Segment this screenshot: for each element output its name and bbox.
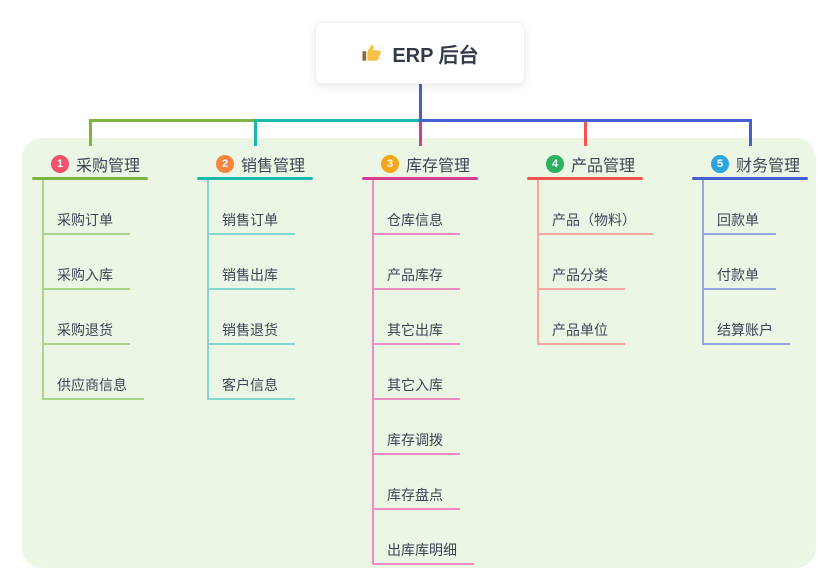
child-label: 客户信息 [207,375,295,400]
child-label: 采购订单 [42,210,130,235]
branch: 5 财务管理回款单付款单结算账户 [692,150,808,345]
branch-trunk-line [537,180,539,345]
branch-label: 产品管理 [571,157,636,175]
child-label: 产品库存 [372,265,460,290]
child-label: 销售出库 [207,265,295,290]
root-node[interactable]: ERP 后台 [315,22,525,84]
child-label: 仓库信息 [372,210,460,235]
child-label: 其它出库 [372,320,460,345]
branch: 2 销售管理销售订单销售出库销售退货客户信息 [197,150,313,400]
branch: 1 采购管理采购订单采购入库采购退货供应商信息 [32,150,148,400]
branch-drop-line [253,122,257,146]
child-label: 其它入库 [372,375,460,400]
thumbs-up-icon [361,42,383,64]
child-label: 采购退货 [42,320,130,345]
root-title: ERP 后台 [392,44,479,67]
child-node[interactable]: 库存调拨 [372,430,460,455]
branch-drop-line [88,122,92,146]
child-label: 出库库明细 [372,540,474,565]
branch-number-badge: 5 [711,154,729,173]
branch-node[interactable]: 2 销售管理 [197,150,313,177]
child-node[interactable]: 其它出库 [372,320,460,345]
branch-trunk-line [42,180,44,400]
branch-node[interactable]: 3 库存管理 [362,150,478,177]
branch-underline [527,177,643,180]
branch-node[interactable]: 1 采购管理 [32,150,148,177]
child-label: 采购入库 [42,265,130,290]
branch-number-badge: 3 [381,154,399,173]
child-node[interactable]: 付款单 [702,265,776,290]
rail-segment-blue [418,119,752,122]
branch-number-badge: 2 [216,154,234,173]
branch-drop-line [583,122,587,146]
branch-label: 销售管理 [241,157,306,175]
rail-segment-green [88,119,256,122]
child-node[interactable]: 回款单 [702,210,776,235]
child-node[interactable]: 产品分类 [537,265,625,290]
branch: 4 产品管理产品（物料） 产品分类产品单位 [527,150,653,345]
branch-node[interactable]: 5 财务管理 [692,150,808,177]
child-label: 产品单位 [537,320,625,345]
child-node[interactable]: 销售出库 [207,265,295,290]
child-label: 库存盘点 [372,485,460,510]
child-label: 产品（物料） [537,210,653,235]
child-node[interactable]: 库存盘点 [372,485,460,510]
child-label: 供应商信息 [42,375,144,400]
child-node[interactable]: 采购订单 [42,210,130,235]
branch-trunk-line [207,180,209,400]
child-label: 付款单 [702,265,776,290]
child-label: 产品分类 [537,265,625,290]
branch-label: 财务管理 [736,157,801,175]
branch-drop-line [748,122,752,146]
child-label: 销售退货 [207,320,295,345]
branch-drop-line [418,122,422,146]
root-stem-line [418,82,422,122]
child-node[interactable]: 结算账户 [702,320,790,345]
branch-underline [32,177,148,180]
branch-trunk-line [372,180,374,565]
child-node[interactable]: 采购入库 [42,265,130,290]
rail-segment-teal [253,119,421,122]
child-label: 销售订单 [207,210,295,235]
child-label: 库存调拨 [372,430,460,455]
branch-trunk-line [702,180,704,345]
child-node[interactable]: 仓库信息 [372,210,460,235]
child-node[interactable]: 产品单位 [537,320,625,345]
child-label: 结算账户 [702,320,790,345]
child-node[interactable]: 产品（物料） [537,210,653,235]
child-node[interactable]: 客户信息 [207,375,295,400]
branch-underline [692,177,808,180]
branch-underline [197,177,313,180]
branch-number-badge: 1 [51,154,69,173]
child-node[interactable]: 销售订单 [207,210,295,235]
branch: 3 库存管理仓库信息产品库存其它出库其它入库库存调拨库存盘点出库库明细 [362,150,478,565]
branch-number-badge: 4 [546,154,564,173]
branch-node[interactable]: 4 产品管理 [527,150,643,177]
child-node[interactable]: 其它入库 [372,375,460,400]
child-node[interactable]: 出库库明细 [372,540,474,565]
child-node[interactable]: 销售退货 [207,320,295,345]
branch-label: 库存管理 [406,157,471,175]
branch-underline [362,177,478,180]
child-node[interactable]: 产品库存 [372,265,460,290]
child-node[interactable]: 供应商信息 [42,375,144,400]
branches-panel [22,138,816,568]
branch-label: 采购管理 [76,157,141,175]
child-label: 回款单 [702,210,776,235]
child-node[interactable]: 采购退货 [42,320,130,345]
